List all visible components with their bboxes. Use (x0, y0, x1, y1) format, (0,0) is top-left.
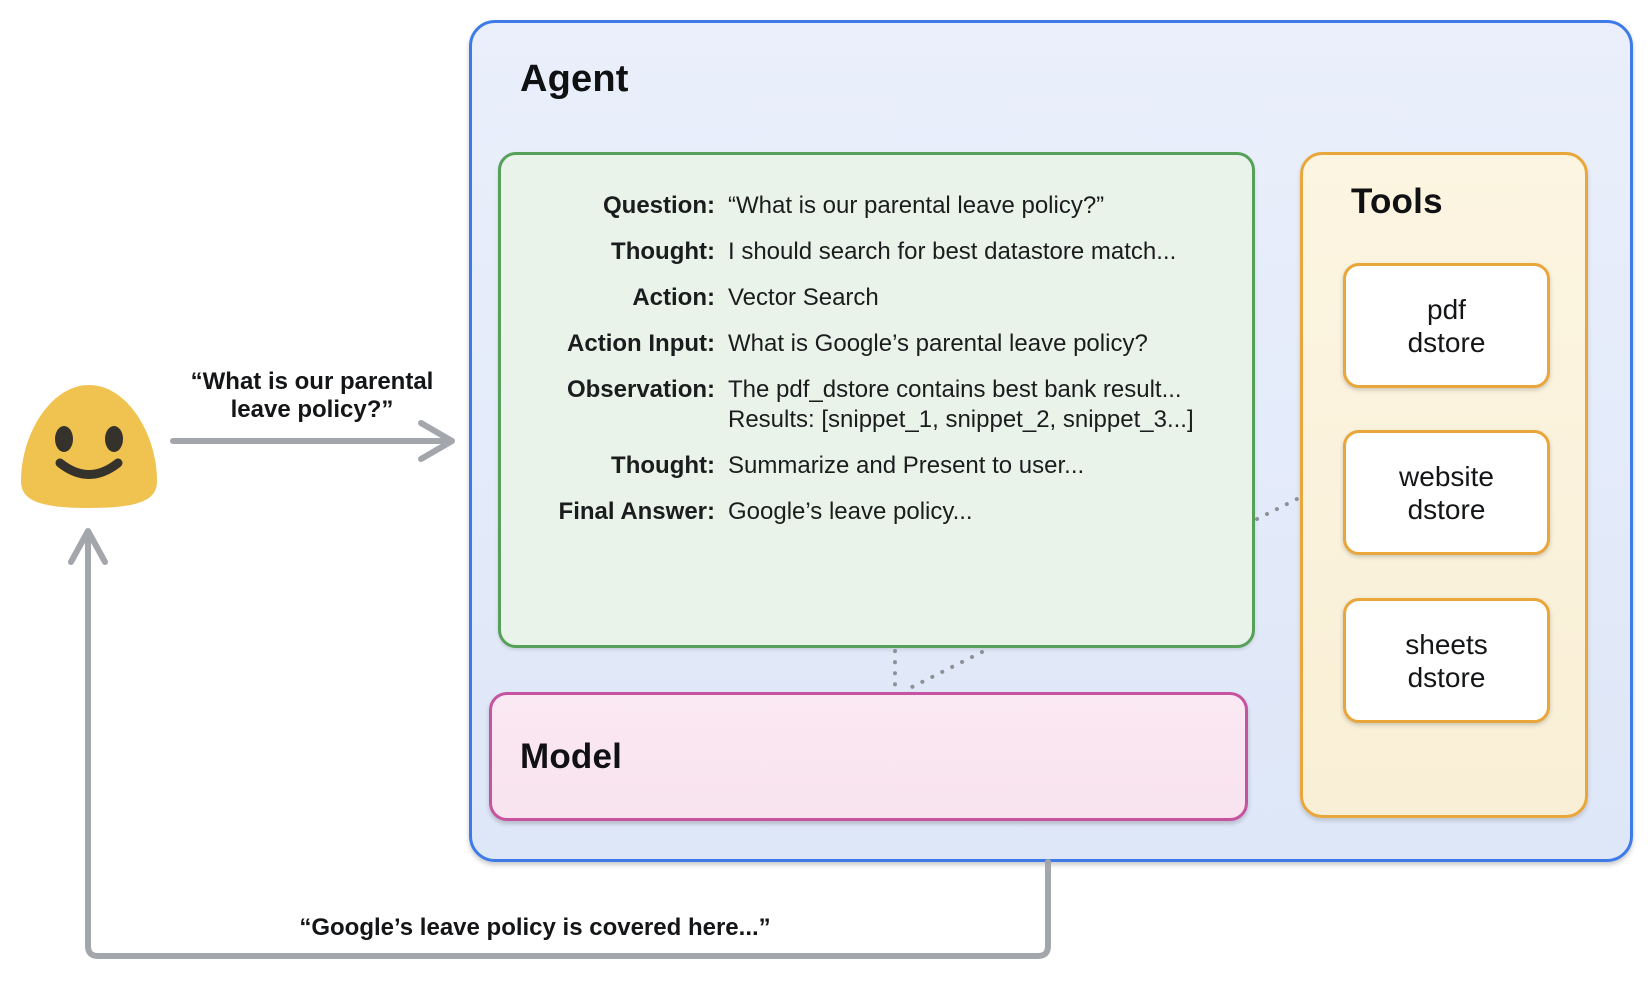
blob-right-eye (105, 426, 123, 452)
return-arrowhead-icon (68, 528, 108, 565)
agent-title: Agent (520, 58, 629, 100)
transcript-row-value: What is Google’s parental leave policy? (728, 329, 1148, 359)
transcript-row-label: Thought: (611, 452, 715, 479)
transcript-row: Observation: The pdf_dstore contains bes… (501, 375, 1228, 435)
user-to-agent-arrowhead-icon (418, 420, 455, 462)
tool-datastore-card: website dstore (1343, 430, 1550, 555)
tools-panel: Tools pdf dstore website dstore sheets d… (1300, 152, 1588, 818)
transcript-row-label: Question: (603, 192, 715, 219)
transcript-row-value-line2: Results: [snippet_1, snippet_2, snippet_… (728, 406, 1194, 433)
tool-datastore-label: sheets dstore (1405, 628, 1488, 693)
blob-face (21, 385, 157, 508)
transcript-row-label: Final Answer: (558, 498, 715, 525)
model-box: Model (489, 692, 1248, 821)
blob-left-eye (55, 426, 73, 452)
transcript-row: Thought: I should search for best datast… (501, 237, 1228, 267)
transcript-row: Question: “What is our parental leave po… (501, 191, 1228, 221)
transcript-row: Action: Vector Search (501, 283, 1228, 313)
transcript-row-value: I should search for best datastore match… (728, 237, 1176, 267)
transcript-row-value-line1: I should search for best datastore match… (728, 238, 1177, 265)
transcript-row: Thought: Summarize and Present to user..… (501, 451, 1228, 481)
blob-smile (55, 458, 123, 479)
model-title: Model (520, 736, 623, 776)
transcript-row-value: “What is our parental leave policy?” (728, 191, 1104, 221)
user-query-label: “What is our parental leave policy?” (190, 368, 434, 423)
agent-response-label: “Google’s leave policy is covered here..… (299, 914, 771, 941)
agent-transcript-box: Question: “What is our parental leave po… (498, 152, 1255, 648)
transcript-row-value: Vector Search (728, 283, 879, 313)
transcript-row-value-line1: The pdf_dstore contains best bank result… (728, 376, 1182, 403)
transcript-row: Action Input: What is Google’s parental … (501, 329, 1228, 359)
transcript-row-value-line1: Google’s leave policy... (728, 498, 973, 525)
tool-datastore-label: pdf dstore (1407, 293, 1486, 358)
transcript-row-value: Google’s leave policy... (728, 497, 973, 527)
transcript-row-value: The pdf_dstore contains best bank result… (728, 375, 1194, 435)
transcript-row-value-line1: Summarize and Present to user... (728, 452, 1085, 479)
user-blob-emoji-icon (21, 385, 157, 508)
transcript-row-value-line1: What is Google’s parental leave policy? (728, 330, 1148, 357)
transcript-row-value-line1: Vector Search (728, 284, 879, 311)
tools-title: Tools (1351, 182, 1443, 221)
tool-datastore-label: website dstore (1399, 460, 1494, 525)
transcript-row-label: Thought: (611, 238, 715, 265)
tool-datastore-card: pdf dstore (1343, 263, 1550, 388)
transcript-row-label: Observation: (566, 376, 715, 403)
transcript-row-label: Action: (632, 284, 715, 311)
transcript-row-value: Summarize and Present to user... (728, 451, 1084, 481)
transcript-row: Final Answer: Google’s leave policy... (501, 497, 1228, 527)
transcript-row-value-line1: “What is our parental leave policy?” (728, 192, 1105, 219)
tool-datastore-card: sheets dstore (1343, 598, 1550, 723)
transcript-row-label: Action Input: (567, 330, 715, 357)
